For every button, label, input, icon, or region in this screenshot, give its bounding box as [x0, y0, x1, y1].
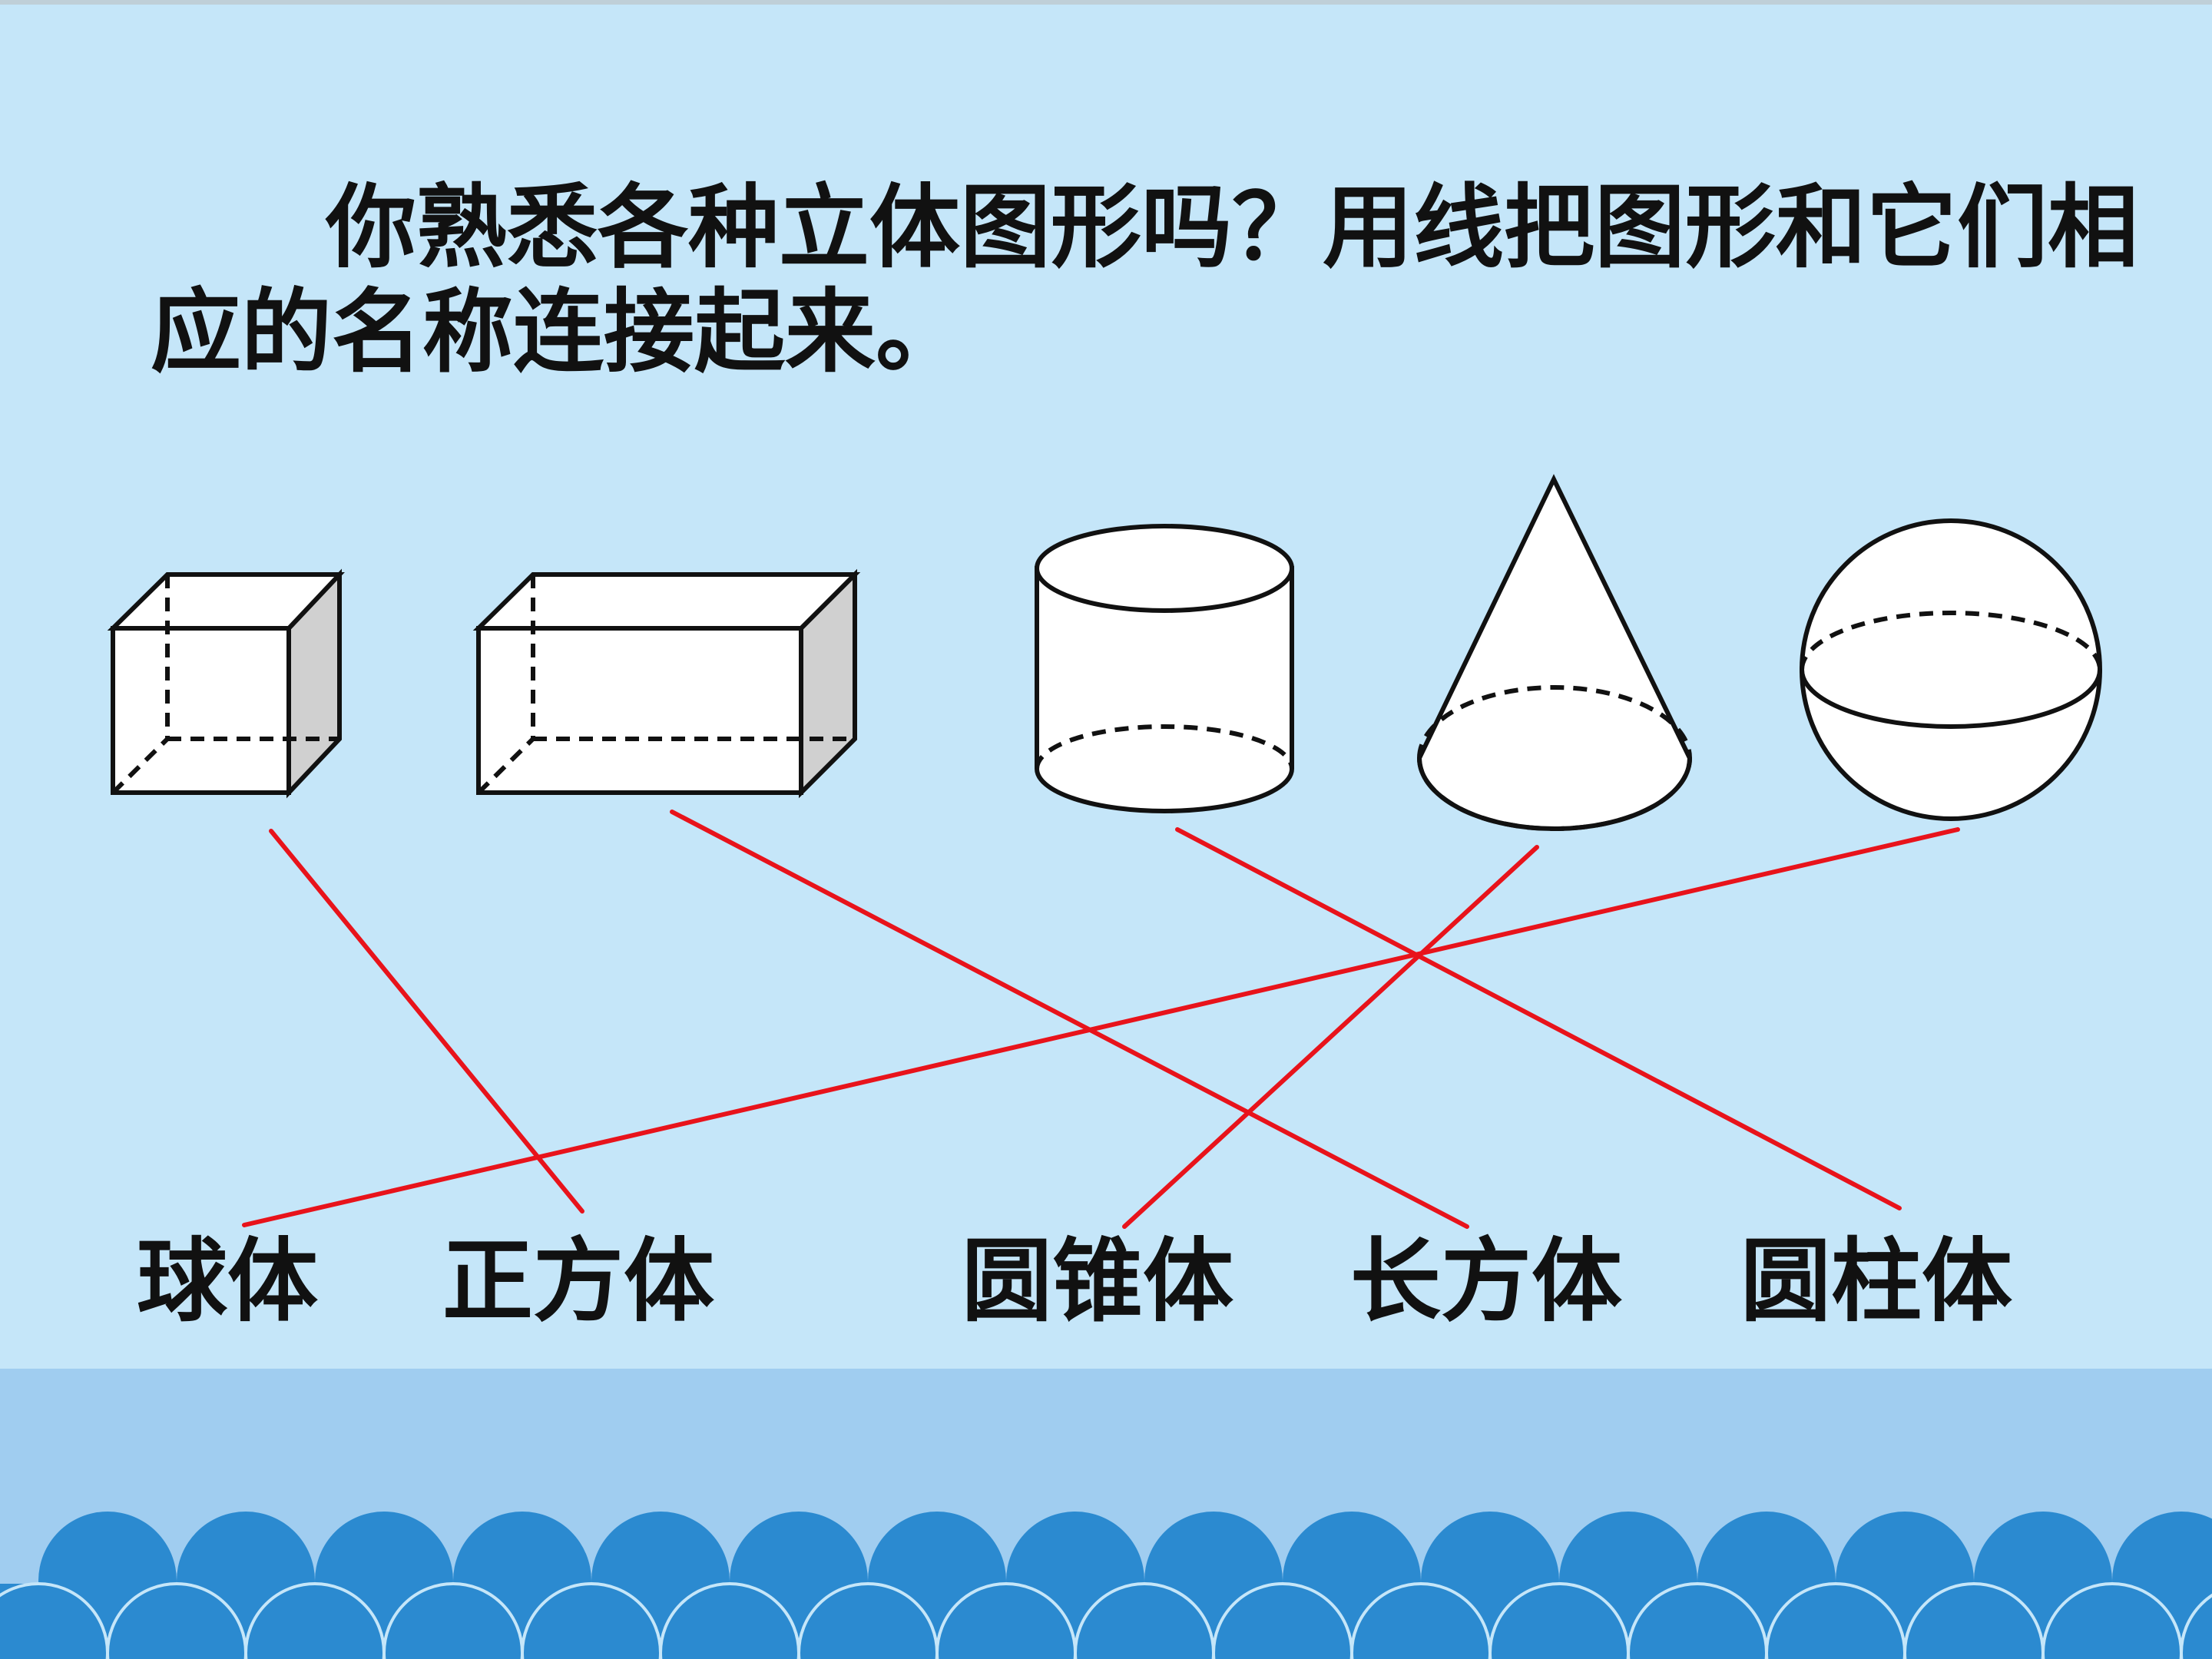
line-cube-to-zhengfangti: [269, 829, 584, 1214]
instruction-line-2: 应的名称连接起来。: [151, 278, 967, 385]
line-sphere-to-qiuti: [242, 827, 1960, 1227]
label-changfangti: 长方体: [1350, 1227, 1623, 1334]
cuboid-icon: [472, 568, 861, 799]
cone-icon: [1416, 474, 1693, 831]
cube-icon: [107, 568, 345, 799]
label-yuanzhuti: 圆柱体: [1740, 1227, 2013, 1334]
line-cylinder-to-yuanzhuti: [1175, 827, 1902, 1210]
connection-lines: [242, 810, 1960, 1229]
line-cuboid-to-changfangti: [670, 810, 1469, 1229]
instruction-text: 你熟悉各种立体图形吗？用线把图形和它们相 应的名称连接起来。: [151, 174, 2139, 385]
label-zhengfangti: 正方体: [442, 1227, 715, 1334]
top-border: [0, 0, 2212, 5]
label-qiuti: 球体: [137, 1227, 319, 1334]
cylinder-icon: [1035, 524, 1294, 813]
sphere-icon: [1800, 518, 2102, 821]
wave-scallop-front: [2180, 1593, 2212, 1659]
line-cone-to-yuanzhuiti: [1122, 845, 1539, 1229]
label-yuanzhuiti: 圆锥体: [962, 1227, 1234, 1334]
instruction-line-1: 你熟悉各种立体图形吗？用线把图形和它们相: [326, 174, 2139, 280]
